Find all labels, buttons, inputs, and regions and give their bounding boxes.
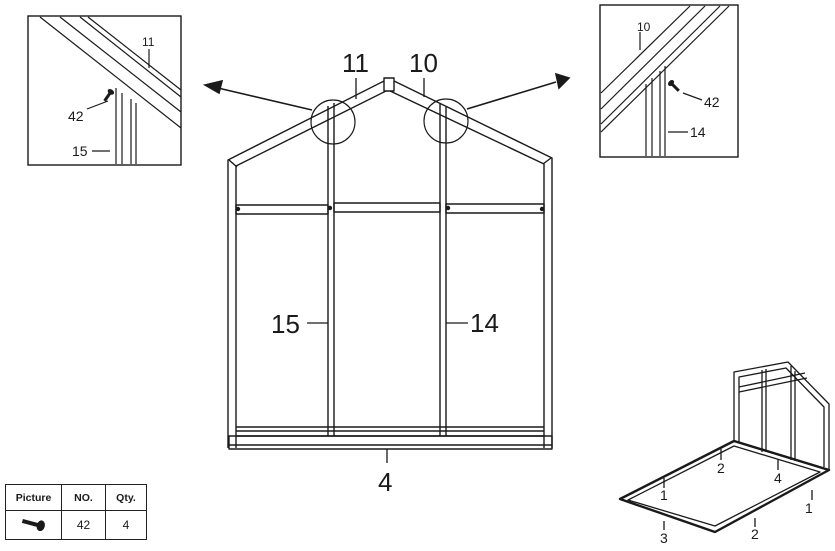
label-part-11: 11 xyxy=(342,48,369,78)
screw-icon xyxy=(21,518,45,531)
label-part-4: 4 xyxy=(378,467,392,497)
base-label-1-right: 1 xyxy=(805,500,813,516)
main-leaders xyxy=(307,78,468,463)
header-no: NO. xyxy=(61,484,106,511)
base-label-2-back: 2 xyxy=(717,460,725,476)
detail-right-label-42: 42 xyxy=(704,94,720,110)
cell-no: 42 xyxy=(61,510,106,540)
detail-circle-right xyxy=(423,98,469,144)
detail-arrows xyxy=(202,72,571,111)
screw-icon xyxy=(668,80,680,92)
detail-box-left: 11 42 15 xyxy=(27,15,182,166)
base-label-4: 4 xyxy=(774,470,782,486)
detail-left-label-15: 15 xyxy=(72,143,88,159)
screw-icon xyxy=(103,89,115,102)
detail-left-label-42: 42 xyxy=(68,108,84,124)
parts-table-header: Picture NO. Qty. xyxy=(5,484,147,511)
detail-circle-left xyxy=(310,99,356,145)
base-label-1-left: 1 xyxy=(660,487,668,503)
base-label-3: 3 xyxy=(660,530,668,546)
bolt-marks xyxy=(235,205,545,212)
base-label-2-front: 2 xyxy=(751,526,759,542)
label-part-15: 15 xyxy=(271,309,300,339)
isometric-base xyxy=(618,361,831,534)
cell-qty: 4 xyxy=(105,510,147,540)
detail-right-label-14: 14 xyxy=(690,124,706,140)
cell-picture xyxy=(5,510,62,540)
label-part-14: 14 xyxy=(470,308,499,338)
parts-table: Picture NO. Qty. 42 4 xyxy=(5,484,147,540)
header-qty: Qty. xyxy=(105,484,147,511)
gable-frame xyxy=(227,77,553,450)
detail-box-right: 10 42 14 xyxy=(599,4,739,158)
detail-right-label-10: 10 xyxy=(637,20,651,34)
detail-left-label-11: 11 xyxy=(142,35,155,49)
table-row: 42 4 xyxy=(5,510,147,540)
label-part-10: 10 xyxy=(409,48,438,78)
header-picture: Picture xyxy=(5,484,62,511)
